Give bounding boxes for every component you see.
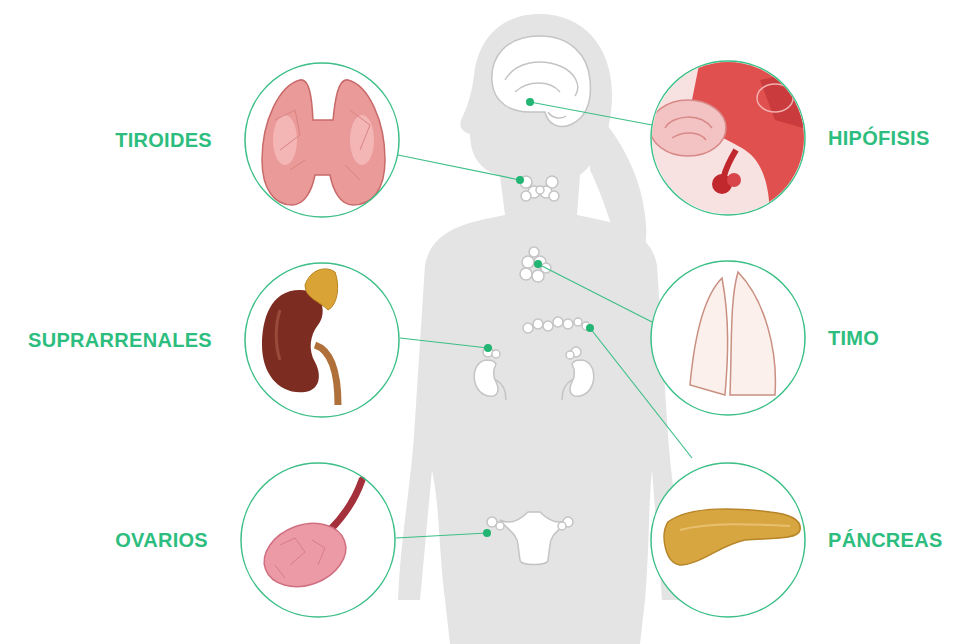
gland-circle: TIMO xyxy=(650,260,806,416)
circle-border xyxy=(651,61,805,215)
circle-outline xyxy=(650,60,806,216)
gland-dot xyxy=(534,260,542,268)
gland-name: TIMO xyxy=(828,326,879,350)
adrenal-illustration xyxy=(262,269,338,405)
circle-border xyxy=(651,463,805,617)
circle-outline xyxy=(650,260,806,416)
gland-circle: PÁNCREAS xyxy=(650,462,806,618)
circle-outline xyxy=(650,462,806,618)
leader-line xyxy=(530,102,652,125)
leader-line xyxy=(400,338,488,348)
circle-outline xyxy=(240,462,396,618)
gland-circle: SUPRARRENALES xyxy=(244,262,400,418)
leader-line xyxy=(396,533,487,538)
gland-circle: HIPÓFISIS xyxy=(650,60,806,216)
circle-outline xyxy=(244,262,400,418)
gland-dot xyxy=(586,324,594,332)
pituitary-illustration xyxy=(650,60,810,220)
gland-name: PÁNCREAS xyxy=(828,528,943,552)
gland-dot xyxy=(526,98,534,106)
gland-name: HIPÓFISIS xyxy=(828,126,930,150)
leader-line xyxy=(538,264,652,322)
leader-line xyxy=(398,155,520,180)
circle-border xyxy=(651,261,805,415)
thyroid-illustration xyxy=(262,80,385,205)
leader-line xyxy=(590,328,692,458)
gland-name: TIROIDES xyxy=(115,128,212,152)
gland-dot xyxy=(516,176,524,184)
gland-dot xyxy=(484,344,492,352)
circle-border xyxy=(245,63,399,217)
ovary-illustration xyxy=(255,480,362,598)
leader-lines xyxy=(396,98,692,538)
gland-name: OVARIOS xyxy=(115,528,208,552)
gland-name: SUPRARRENALES xyxy=(28,328,212,352)
circle-outline xyxy=(244,62,400,218)
body-organs xyxy=(474,36,594,565)
circle-border xyxy=(245,263,399,417)
thymus-illustration xyxy=(690,272,775,395)
pancreas-illustration xyxy=(664,509,800,565)
body-silhouette xyxy=(398,14,684,644)
circle-border xyxy=(241,463,395,617)
gland-circle: TIROIDES xyxy=(244,62,400,218)
gland-dot xyxy=(483,529,491,537)
gland-circle: OVARIOS xyxy=(240,462,396,618)
